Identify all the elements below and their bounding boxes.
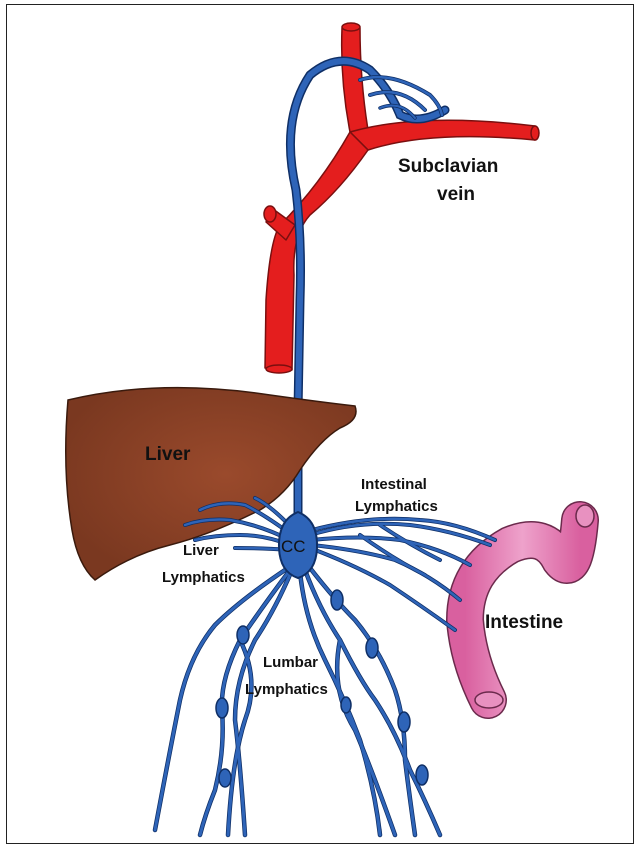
label-subclavian-line1: Subclavian [398, 156, 498, 177]
label-intestinal-line1: Intestinal [361, 476, 427, 493]
label-liver: Liver [145, 444, 191, 465]
label-lumbar-line2: Lymphatics [245, 681, 328, 698]
label-subclavian-line2: vein [437, 184, 475, 205]
label-intestine: Intestine [485, 612, 563, 633]
label-lumbar-line1: Lumbar [263, 654, 318, 671]
label-liver-lymph-line2: Lymphatics [162, 569, 245, 586]
label-intestinal-line2: Lymphatics [355, 498, 438, 515]
label-liver-lymph-line1: Liver [183, 542, 219, 559]
label-cc: CC [281, 537, 306, 556]
